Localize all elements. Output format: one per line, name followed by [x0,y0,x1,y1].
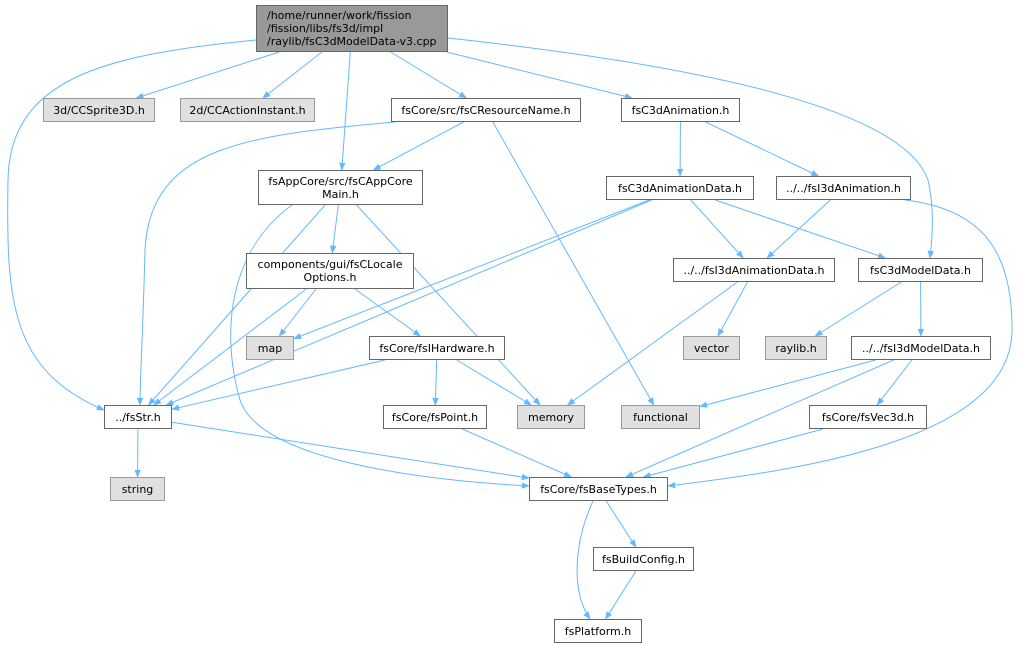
node-label: ../../fsI3dAnimation.h [786,181,901,195]
edge-fsclocaleoptions-to-map [278,288,317,337]
edge-root-to-fscappcoremain [339,51,351,171]
node-label: fsCore/fsIHardware.h [379,341,495,355]
node-fsc3danimation[interactable]: fsC3dAnimation.h [621,98,740,122]
edge-fscappcoremain-to-fsclocaleoptions [330,204,339,254]
node-label: components/gui/fsCLocale [257,258,403,271]
node-vector: vector [683,336,740,360]
node-fsbasetypes[interactable]: fsCore/fsBaseTypes.h [529,477,668,501]
node-label: string [121,482,154,496]
node-fsc3danimationdata[interactable]: fsC3dAnimationData.h [606,176,754,200]
edge-fsi3danimation-to-fsbasetypes [667,199,1013,489]
edge-root-to-fsstr [7,39,257,411]
node-label: map [257,341,283,355]
edge-root-to-fsc3danimation [446,51,633,100]
node-label: fsAppCore/src/fsCAppCore [268,174,413,188]
node-label: fsCore/fsBaseTypes.h [540,482,657,496]
edge-root-to-fsc3dmodeldata [447,37,934,259]
node-label: fsCore/fsVec3d.h [821,410,915,424]
node-fsi3dmodeldata[interactable]: ../../fsI3dModelData.h [851,336,991,360]
node-ccsprite3d: 3d/CCSprite3D.h [43,98,155,122]
edge-fsihardware-to-memory [456,359,532,406]
edge-fscresourcename-to-functional [492,121,655,406]
edge-fsi3danimation-to-fsi3danimationdata [766,199,831,259]
edge-fsc3danimationdata-to-fsc3dmodeldata [715,199,887,259]
edge-root-to-ccsprite3d [135,51,280,99]
edge-fsi3dmodeldata-to-functional [699,359,876,408]
edge-root-to-fscresourcename [390,51,467,99]
node-fsbuildconfig[interactable]: fsBuildConfig.h [593,547,694,571]
node-label: 2d/CCActionInstant.h [189,103,306,117]
node-root: /home/runner/work/fission/fission/libs/f… [256,5,448,52]
edge-fscresourcename-to-fsstr [136,121,396,406]
node-label: fsC3dModelData.h [869,263,972,277]
node-fsstr[interactable]: ../fsStr.h [104,405,172,429]
edge-fsihardware-to-fspoint [432,359,439,406]
node-label: vector [694,341,729,355]
node-label: Main.h [322,187,359,201]
edge-fsvec3d-to-fsbasetypes [642,428,824,479]
node-label: /fission/libs/fs3d/impl [267,22,384,35]
edge-fsc3danimationdata-to-fsstr [165,199,652,406]
node-label: raylib.h [775,341,817,355]
edge-fsbuildconfig-to-fsplatform [605,570,637,620]
node-label: ../fsStr.h [115,410,161,424]
node-fsihardware[interactable]: fsCore/fsIHardware.h [369,336,505,360]
edge-root-to-ccactioninstant [262,51,323,99]
node-label: /home/runner/work/fission [267,9,412,22]
node-label: functional [633,410,688,424]
node-raylib: raylib.h [765,336,827,360]
edge-fsclocaleoptions-to-fsstr [153,288,307,406]
node-functional: functional [621,405,700,429]
edge-fscappcoremain-to-memory [356,204,541,406]
edge-fsstr-to-fsbasetypes [171,421,530,481]
node-label: fsC3dAnimation.h [631,103,730,117]
node-label: fsPlatform.h [564,624,632,638]
node-label: 3d/CCSprite3D.h [53,103,145,117]
node-label: fsBuildConfig.h [602,552,685,566]
edge-fsc3dmodeldata-to-raylib [814,281,902,337]
node-label: fsCore/fsPoint.h [391,410,479,424]
node-label: Options.h [303,271,357,284]
edge-fspoint-to-fsbasetypes [462,428,573,478]
edge-fscappcoremain-to-fsbasetypes [230,204,530,489]
node-fspoint[interactable]: fsCore/fsPoint.h [383,405,487,429]
node-fsplatform[interactable]: fsPlatform.h [554,619,642,643]
node-ccactioninstant: 2d/CCActionInstant.h [180,98,315,122]
edge-fsi3dmodeldata-to-fsbasetypes [625,359,894,478]
node-fsi3danimationdata[interactable]: ../../fsI3dAnimationData.h [673,258,835,282]
node-string: string [110,477,165,501]
node-fsi3danimation[interactable]: ../../fsI3dAnimation.h [776,176,911,200]
edge-fscappcoremain-to-fsstr [148,204,326,406]
edge-fsi3dmodeldata-to-fsvec3d [876,359,913,406]
edge-fsc3danimationdata-to-map [293,199,650,340]
node-label: /raylib/fsC3dModelData-v3.cpp [267,35,437,48]
node-fsc3dmodeldata[interactable]: fsC3dModelData.h [858,258,983,282]
node-fscresourcename[interactable]: fsCore/src/fsCResourceName.h [391,98,581,122]
node-map: map [246,336,294,360]
node-label: fsCore/src/fsCResourceName.h [401,103,571,117]
edge-fsbasetypes-to-fsbuildconfig [605,500,637,548]
node-fsvec3d[interactable]: fsCore/fsVec3d.h [809,405,927,429]
node-label: fsC3dAnimationData.h [617,181,743,195]
edge-fsi3danimationdata-to-vector [717,281,748,337]
node-memory: memory [517,405,585,429]
edge-fsihardware-to-fsstr [171,359,386,411]
edge-fsbasetypes-to-fsplatform [576,500,594,620]
node-label: ../../fsI3dModelData.h [862,341,980,355]
node-label: memory [528,410,574,424]
edge-fsi3danimationdata-to-memory [566,281,738,406]
edge-fsc3danimation-to-fsi3danimation [705,121,820,177]
edge-fsc3danimationdata-to-fsi3danimationdata [690,199,744,259]
edge-fsclocaleoptions-to-fsihardware [354,288,421,337]
edge-fscresourcename-to-fscappcoremain [372,121,464,171]
node-label: ../../fsI3dAnimationData.h [683,263,825,277]
